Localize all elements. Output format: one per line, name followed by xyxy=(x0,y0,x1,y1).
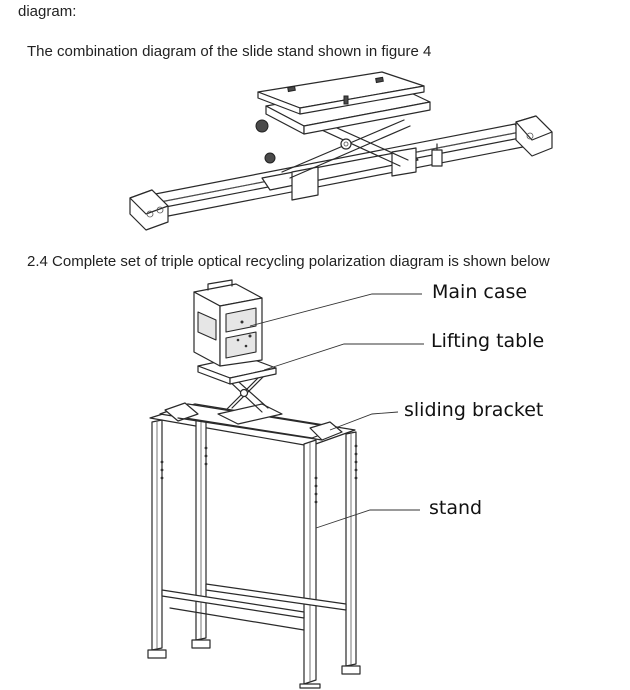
section-2-4-caption: 2.4 Complete set of triple optical recyc… xyxy=(27,253,550,270)
callout-main-case: Main case xyxy=(432,281,528,303)
heading-fragment: diagram: xyxy=(18,3,77,20)
complete-set-drawing xyxy=(147,279,361,689)
callout-lifting-table: Lifting table xyxy=(431,330,545,352)
slide-stand-drawing xyxy=(129,71,553,231)
callout-stand: stand xyxy=(429,497,483,519)
figure4-caption: The combination diagram of the slide sta… xyxy=(27,43,432,60)
callout-sliding-bracket: sliding bracket xyxy=(404,399,544,421)
